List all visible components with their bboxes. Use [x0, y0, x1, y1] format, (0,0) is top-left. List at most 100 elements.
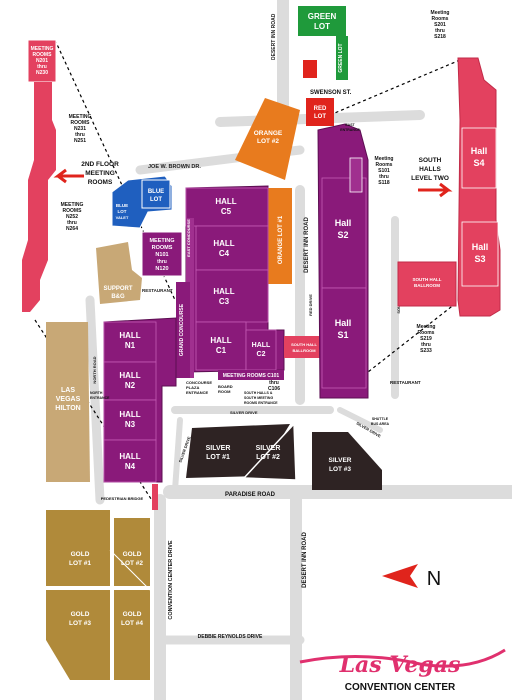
south-level-two-inset	[397, 57, 501, 317]
blue-lot-valet-label-1: BLUE	[116, 203, 128, 208]
n101-label-5: N120	[155, 266, 168, 272]
pedestrian-bridge-label: PEDESTRIAN BRIDGE	[101, 496, 144, 501]
hall-c5[interactable]	[185, 187, 269, 227]
south-halls-entrance-label-2: SOUTH MEETING	[244, 396, 273, 400]
hall-c5-label-2: C5	[221, 207, 232, 216]
n231-label-5: N251	[74, 138, 86, 144]
paradise-road-label: PARADISE ROAD	[225, 492, 276, 498]
gold-lot-3-label-2: LOT #3	[69, 620, 91, 627]
hall-n1[interactable]	[103, 321, 157, 363]
n101-label-4: thru	[157, 259, 167, 265]
hall-s1-label-1: Hall	[335, 318, 352, 328]
orange-lot-1[interactable]	[268, 188, 292, 284]
second-floor-label-1: 2ND FLOOR	[81, 161, 119, 168]
hall-s4-label-2: S4	[473, 158, 484, 168]
red-lot-label-1: RED	[314, 106, 327, 112]
n101-label-2: ROOMS	[152, 245, 173, 251]
c101-label-2: thru	[269, 380, 279, 386]
hall-c2-label-2: C2	[257, 351, 266, 358]
gold-lot-1[interactable]	[46, 510, 110, 586]
logo-subtitle: CONVENTION CENTER	[345, 682, 456, 693]
s219-label-2: Rooms	[418, 330, 435, 336]
s219-label-5: S233	[420, 348, 432, 354]
s201-label-1: Meeting	[431, 10, 450, 16]
silver-lot-2-label-1: SILVER	[256, 445, 281, 452]
silver-lot-2[interactable]	[242, 422, 297, 481]
blue-lot[interactable]	[141, 179, 171, 209]
hall-c4[interactable]	[195, 225, 269, 271]
s219-label-1: Meeting	[417, 324, 436, 330]
boardroom-label-1: BOARD	[218, 384, 233, 389]
gold-lot-2-label-1: GOLD	[123, 551, 142, 558]
s101-label-2: Rooms	[376, 162, 393, 168]
meeting-rooms-c101[interactable]	[218, 370, 284, 380]
hall-s3[interactable]	[461, 221, 499, 287]
green-lot[interactable]	[298, 6, 346, 36]
meeting-rooms-s101[interactable]	[349, 157, 363, 193]
support-bg-building[interactable]	[96, 242, 142, 304]
south-hall-ballroom-upper-label-2: BALLROOM	[292, 348, 316, 353]
meeting-rooms-n101[interactable]	[141, 231, 183, 277]
north-second-floor-inset	[22, 39, 57, 312]
joe-brown-label: JOE W. BROWN DR.	[148, 164, 201, 170]
gold-lot-2[interactable]	[114, 518, 150, 586]
hall-c1-label-1: HALL	[210, 336, 231, 345]
green-lot-road	[336, 36, 348, 80]
concourse-plaza-label-3: ENTRANCE	[186, 390, 209, 395]
hall-s2[interactable]	[321, 177, 367, 289]
hall-c2[interactable]	[245, 329, 277, 371]
hall-n2[interactable]	[103, 361, 157, 401]
south-halls-entrance-label-3: ROOMS ENTRANCE	[244, 401, 278, 405]
hall-s4[interactable]	[461, 127, 497, 189]
s101-label-1: Meeting	[375, 156, 394, 162]
gold-lot-4[interactable]	[114, 590, 150, 680]
s101-label-4: thru	[379, 174, 389, 180]
orange-lot-2-label-2: LOT #2	[257, 138, 279, 145]
gold-lot-1-label-2: LOT #1	[69, 560, 91, 567]
south-hall-ballroom-upper[interactable]	[284, 336, 324, 358]
hall-c3[interactable]	[195, 269, 269, 323]
south-hall-ballroom-upper-label-1: SOUTH HALL	[291, 342, 317, 347]
hall-c3-label-2: C3	[219, 297, 230, 306]
n201-label-4: thru	[37, 64, 47, 70]
las-vegas-hilton[interactable]	[46, 322, 90, 482]
gold-lot-3[interactable]	[46, 590, 110, 680]
gold-lot-2-label-2: LOT #2	[121, 560, 143, 567]
n101-label-3: N101	[155, 252, 168, 258]
hall-n1-label-1: HALL	[119, 331, 140, 340]
second-floor-arrow-icon	[53, 168, 84, 184]
boardroom-label-2: ROOM	[218, 389, 231, 394]
red-drive-label: RED DRIVE	[308, 294, 313, 316]
hall-c1[interactable]	[195, 321, 247, 371]
green-lot-label-1: GREEN	[308, 12, 337, 21]
hall-n1-label-2: N1	[125, 341, 136, 350]
hall-s1[interactable]	[321, 287, 367, 389]
shuttle-label-2: BUS AREA	[371, 422, 390, 426]
grand-concourse-label: GRAND CONCOURSE	[179, 303, 185, 356]
hall-c2-label-1: HALL	[252, 342, 271, 349]
hall-n4[interactable]	[103, 439, 157, 483]
orange-lot-2[interactable]	[235, 98, 300, 180]
n252-label-5: N264	[66, 226, 78, 232]
north-halls	[103, 317, 177, 483]
hall-c3-label-1: HALL	[213, 287, 234, 296]
hall-n4-label-1: HALL	[119, 452, 140, 461]
east-entrance-label-1: EAST	[345, 123, 355, 127]
north-second-floor-wing[interactable]	[22, 82, 56, 312]
red-lot[interactable]	[306, 98, 334, 126]
n252-label-4: thru	[67, 220, 77, 226]
north-entrance-label-2: ENTRANCE	[90, 396, 110, 400]
silver-lot-3[interactable]	[312, 432, 382, 490]
swenson-label: SWENSON ST.	[310, 90, 352, 96]
south-hall-ballroom[interactable]	[397, 261, 457, 307]
south-halls-entrance-label-1: SOUTH HALLS &	[244, 391, 273, 395]
concourse-plaza-label-2: PLAZA	[186, 385, 199, 390]
red-lot-small[interactable]	[303, 60, 317, 78]
pedestrian-bridge[interactable]	[152, 484, 158, 510]
south-halls-callout-3: LEVEL TWO	[411, 175, 449, 182]
gold-lot-divider	[109, 549, 151, 591]
north-entrance-label-1: NORTH	[90, 391, 103, 395]
hall-n3[interactable]	[103, 399, 157, 441]
n231-label-1: MEETING	[69, 114, 92, 120]
